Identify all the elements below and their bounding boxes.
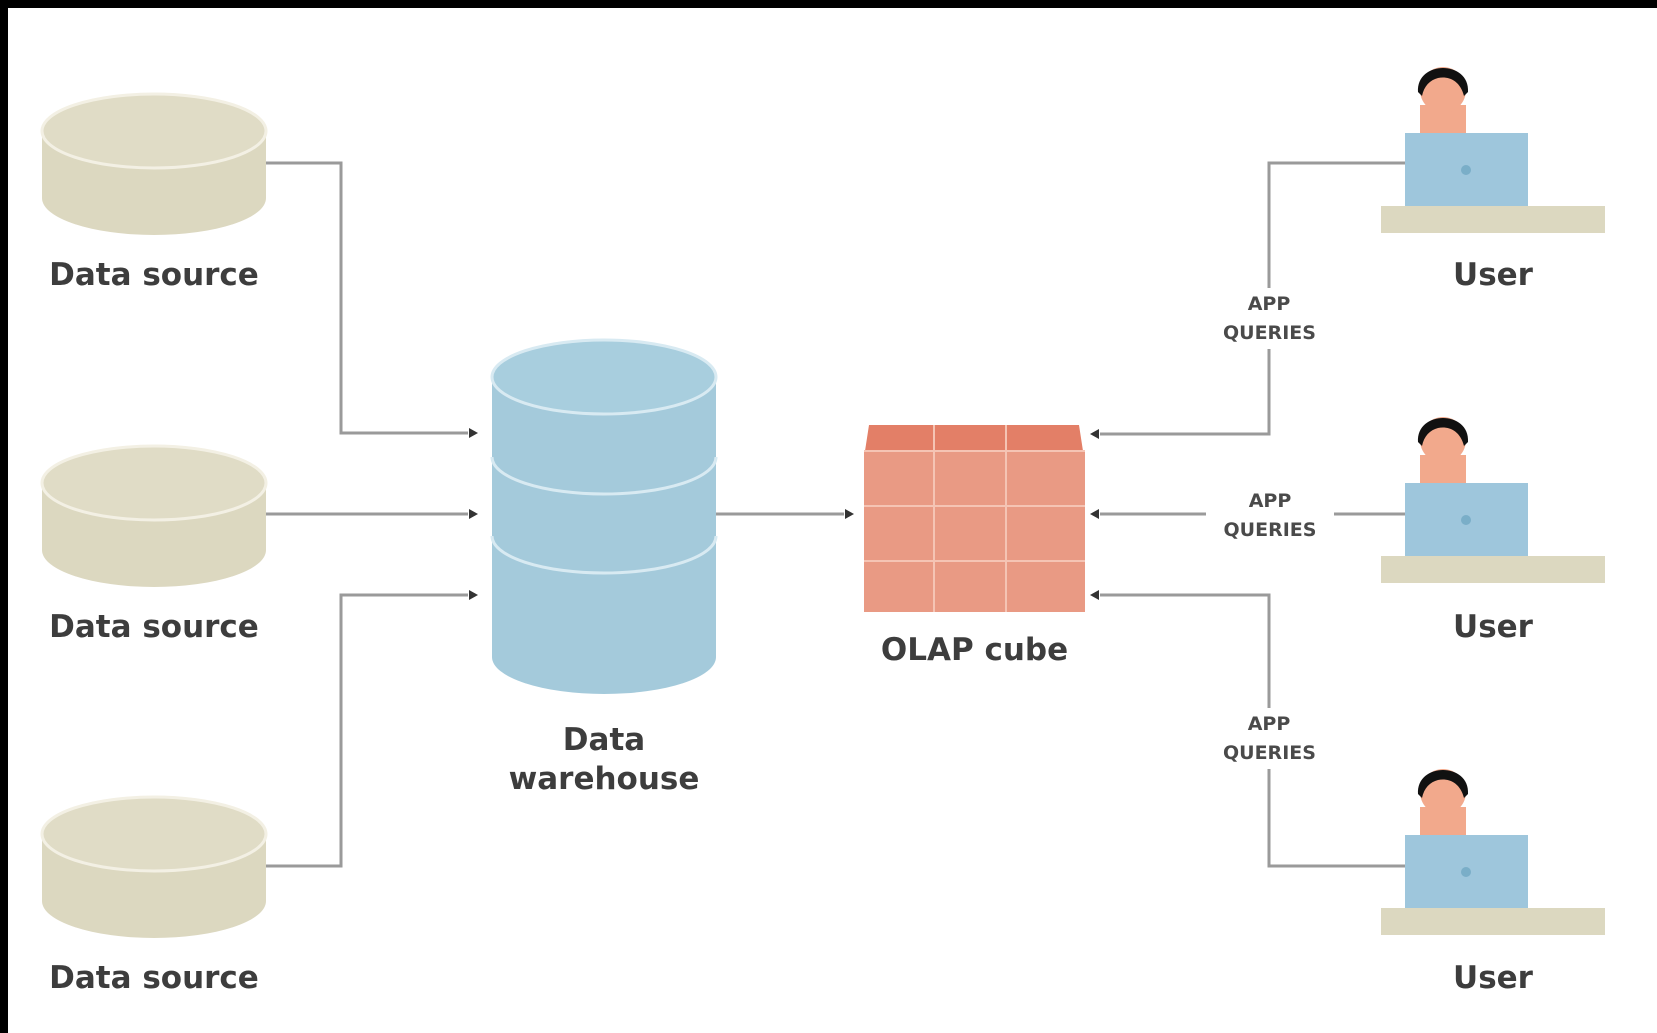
arrowhead-icon [1090, 509, 1099, 519]
data-source-2-label: Data source [49, 609, 259, 645]
arrowhead-icon [469, 428, 478, 438]
data-source-3-icon [40, 795, 268, 938]
data-source-3-label: Data source [49, 960, 259, 996]
olap-cube-label: OLAP cube [880, 632, 1069, 668]
connector-source-3-to-warehouse [266, 593, 468, 868]
connector-source-1-to-warehouse [266, 161, 468, 435]
data-source-1-icon [40, 92, 268, 235]
app-queries-label-2-line-2: QUERIES [1223, 518, 1317, 541]
data-warehouse-label-line-1: Data [562, 722, 646, 758]
user-3-label: User [1453, 960, 1533, 996]
app-queries-label-3-line-1: APP [1247, 713, 1291, 735]
user-1-icon [1381, 67, 1605, 233]
arrowhead-icon [469, 509, 478, 519]
app-queries-label-1-line-1: APP [1247, 293, 1291, 315]
app-queries-label-2: APP QUERIES [1206, 485, 1334, 546]
app-queries-label-1: APP QUERIES [1219, 288, 1319, 349]
olap-cube-icon [864, 425, 1085, 612]
user-2-label: User [1453, 609, 1533, 645]
arrowhead-icon [469, 590, 478, 600]
diagram-canvas: Data source Data source Data source Data… [8, 8, 1657, 1033]
data-warehouse-label-line-2: warehouse [508, 760, 700, 797]
app-queries-label-2-line-1: APP [1248, 490, 1292, 512]
user-3-icon [1381, 769, 1605, 935]
data-warehouse-icon [490, 338, 718, 694]
data-source-1-label: Data source [49, 257, 259, 293]
diagram-graphics [40, 67, 1605, 938]
arrowhead-icon [1090, 590, 1099, 600]
app-queries-label-3: APP QUERIES [1219, 708, 1319, 769]
user-2-icon [1381, 417, 1605, 583]
app-queries-label-1-line-2: QUERIES [1223, 321, 1316, 344]
data-warehouse-label: Data warehouse [494, 721, 714, 799]
arrowhead-icon [1090, 429, 1099, 439]
user-1-label: User [1453, 257, 1533, 293]
app-queries-label-3-line-2: QUERIES [1223, 741, 1316, 764]
arrowhead-icon [845, 509, 854, 519]
data-source-2-icon [40, 444, 268, 587]
